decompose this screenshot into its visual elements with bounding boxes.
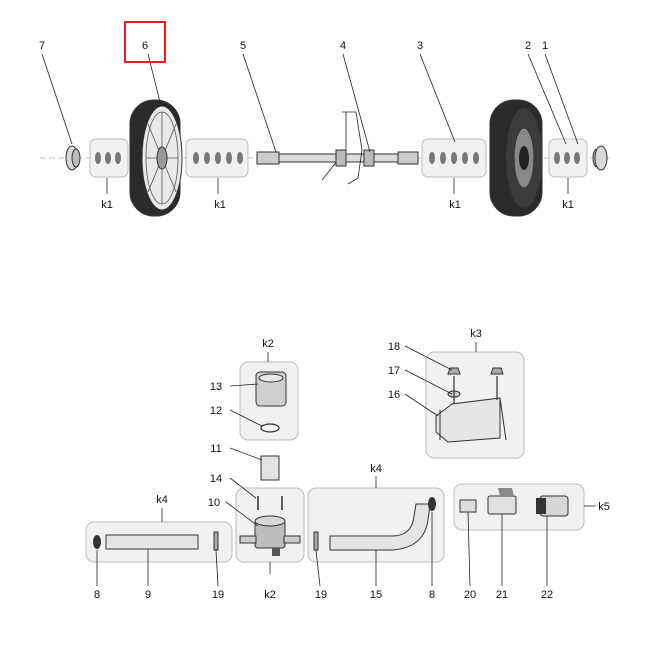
kit-label-k3: k3 — [470, 328, 482, 340]
kit-label-k1: k1 — [562, 199, 574, 211]
callout-12: 12 — [210, 405, 222, 417]
kit-k1-right-group[interactable] — [548, 138, 588, 178]
kit-k2-top-group[interactable] — [239, 361, 299, 441]
sleeve[interactable] — [260, 455, 280, 481]
wheel-left[interactable] — [129, 99, 183, 217]
callout-18: 18 — [388, 341, 400, 353]
callout-5: 5 — [240, 40, 246, 52]
kit-label-k2: k2 — [262, 338, 274, 350]
ball-valve[interactable] — [487, 495, 517, 515]
kit-k4-left-group[interactable] — [85, 521, 233, 563]
kit-label-k4: k4 — [156, 494, 168, 506]
hub-cap-right[interactable] — [592, 145, 608, 171]
mounting-bracket[interactable] — [435, 397, 501, 443]
callout-22: 22 — [541, 589, 553, 601]
callout-11: 11 — [210, 443, 221, 455]
kit-label-k1: k1 — [449, 199, 461, 211]
callout-2: 2 — [525, 40, 531, 52]
callout-20: 20 — [464, 589, 476, 601]
highlight-box — [124, 21, 166, 63]
o-ring[interactable] — [260, 423, 280, 433]
leader-line — [419, 53, 456, 143]
hose-fitting[interactable] — [459, 499, 477, 513]
callout-16: 16 — [388, 389, 400, 401]
hose-clip-right[interactable] — [313, 531, 319, 551]
kit-k4-right-group[interactable] — [307, 487, 445, 563]
seal-right[interactable] — [428, 497, 436, 511]
wheel-axle-assembly: 7 6 5 4 3 2 1 k1 k1 k1 k1 — [39, 21, 610, 217]
leader-line — [342, 53, 371, 153]
callout-10: 10 — [208, 497, 220, 509]
kit-k2-bottom-group[interactable] — [235, 487, 305, 563]
leader-line — [544, 53, 579, 145]
kit-k3-group[interactable] — [425, 351, 525, 459]
kit-label-k2: k2 — [264, 589, 276, 601]
kit-k5-group[interactable] — [453, 483, 585, 531]
callout-4: 4 — [340, 40, 346, 52]
callout-6: 6 — [142, 40, 148, 52]
straight-hose[interactable] — [105, 534, 199, 550]
callout-14: 14 — [210, 473, 222, 485]
nut[interactable] — [490, 367, 504, 375]
kit-label-k1: k1 — [214, 199, 226, 211]
callout-19: 19 — [212, 589, 224, 601]
pump-piping-assembly: k2 k3 k4 k4 k5 k2 13 12 11 14 10 18 17 1… — [85, 328, 610, 601]
kit-k1-centre-left-group[interactable] — [185, 138, 249, 178]
leader-line — [527, 53, 567, 145]
callout-3: 3 — [417, 40, 423, 52]
callout-17: 17 — [388, 365, 400, 377]
leader-line — [242, 53, 277, 153]
callout-7: 7 — [39, 40, 45, 52]
callout-8: 8 — [94, 589, 100, 601]
kit-k1-centre-right-group[interactable] — [421, 138, 487, 178]
hose-clip-left[interactable] — [213, 531, 219, 551]
hub-cap-left[interactable] — [65, 145, 81, 171]
kit-label-k4: k4 — [370, 463, 382, 475]
leader-line — [41, 53, 73, 145]
callout-15: 15 — [370, 589, 382, 601]
wheel-right[interactable] — [489, 99, 543, 217]
kit-label-k1: k1 — [101, 199, 113, 211]
seal-left[interactable] — [93, 535, 101, 549]
callout-13: 13 — [210, 381, 222, 393]
kit-k1-left-group[interactable] — [89, 138, 129, 178]
callout-9: 9 — [145, 589, 151, 601]
kit-label-k5: k5 — [598, 501, 610, 513]
callout-21: 21 — [496, 589, 508, 601]
callout-1: 1 — [542, 40, 548, 52]
axle-bracket[interactable] — [321, 111, 375, 185]
callout-8: 8 — [429, 589, 435, 601]
callout-19: 19 — [315, 589, 327, 601]
